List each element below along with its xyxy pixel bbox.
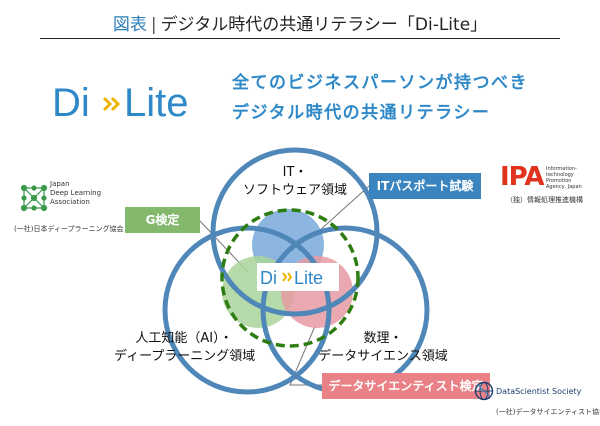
dss-globe-icon	[474, 381, 494, 401]
di-lite-logo: Di Lite	[52, 78, 222, 126]
domain-label-ds: 数理・ データサイエンス領域	[318, 330, 448, 366]
logo-arrow-icon	[102, 96, 121, 112]
ds-exam-badge: データサイエンティスト検定	[322, 373, 490, 399]
dss-name: DataScientist Society	[496, 387, 582, 396]
domain-ai-line-1: 人工知能（AI）・	[135, 331, 233, 346]
ai-outer-ring	[162, 225, 332, 395]
jdla-caption: (一社)日本ディープラーニング協会	[14, 225, 124, 233]
figure-keyword: 図表	[112, 15, 147, 35]
jdla-name-line-3: Association	[50, 198, 90, 206]
domain-ds-line-2: データサイエンス領域	[318, 349, 448, 364]
jdla-name-line-1: Japan	[50, 180, 70, 188]
tagline-line-1: 全てのビジネスパーソンが持つべき	[232, 73, 528, 93]
ipa-sub-line-2: Promotion	[546, 178, 572, 184]
logo-text-right: Lite	[124, 81, 189, 125]
domain-it-line-2: ソフトウェア領域	[242, 183, 347, 198]
center-logo-graphic: Di Lite	[260, 268, 323, 288]
it-passport-badge: ITパスポート試験	[369, 173, 481, 199]
header: 図表|デジタル時代の共通リテラシー「Di-Lite」	[0, 0, 600, 39]
title-underline	[40, 38, 560, 39]
center-logo-text-left: Di	[260, 268, 277, 288]
title-text: デジタル時代の共通リテラシー「Di-Lite」	[160, 15, 488, 35]
center-logo-arrow-icon	[282, 272, 293, 282]
di-lite-logo-graphic: Di Lite	[52, 81, 189, 125]
ipa-subtitle: Information-technology Promotion Agency,…	[546, 166, 596, 190]
domain-label-ai: 人工知能（AI）・ ディープラーニング領域	[114, 330, 256, 366]
di-lite-dashed-ring	[220, 208, 360, 348]
jdla-network-icon	[20, 184, 48, 212]
ipa-sub-line-3: Agency, Japan	[546, 184, 582, 190]
center-logo-text-right: Lite	[294, 268, 323, 288]
jdla-name: Japan Deep Learning Association	[50, 180, 101, 207]
dss-caption: (一社)データサイエンティスト協会	[496, 408, 600, 416]
jdla-name-line-2: Deep Learning	[50, 189, 102, 197]
ipa-sub-line-1: Information-technology	[546, 166, 577, 178]
domain-ds-line-1: 数理・	[363, 331, 403, 346]
domain-it-line-1: IT・	[282, 165, 308, 180]
ipa-caption: （独）情報処理推進機構	[506, 196, 583, 204]
connector-it-passport	[317, 185, 370, 233]
center-di-lite-logo: Di Lite	[257, 263, 339, 291]
page-title: 図表|デジタル時代の共通リテラシー「Di-Lite」	[0, 10, 600, 35]
tagline: 全てのビジネスパーソンが持つべき デジタル時代の共通リテラシー	[232, 68, 572, 128]
logo-text-left: Di	[52, 81, 90, 125]
domain-label-it: IT・ ソフトウェア領域	[235, 164, 355, 200]
domain-ai-line-2: ディープラーニング領域	[114, 349, 256, 364]
tagline-line-2: デジタル時代の共通リテラシー	[232, 103, 491, 123]
g-exam-badge: G検定	[125, 207, 200, 233]
ipa-name: IPA	[500, 162, 544, 192]
title-separator: |	[150, 15, 157, 35]
